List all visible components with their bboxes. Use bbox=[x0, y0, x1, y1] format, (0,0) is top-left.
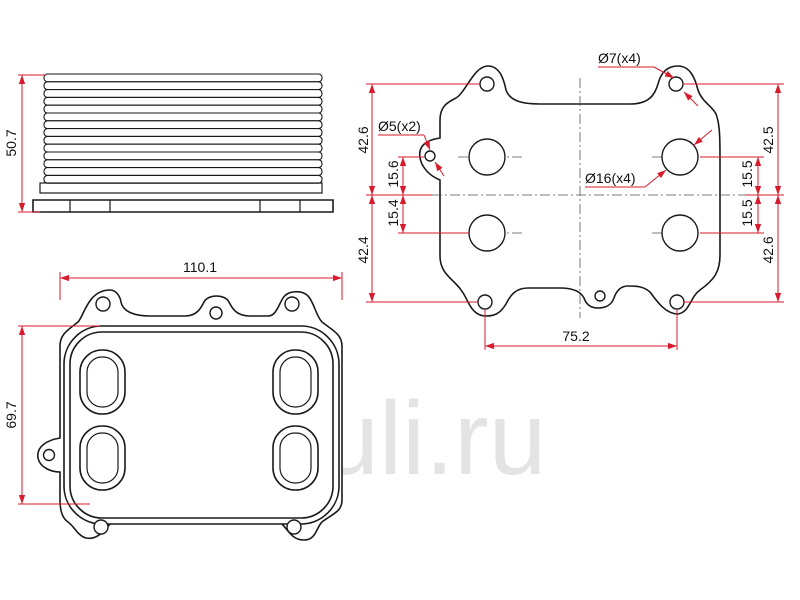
cooler-fin bbox=[43, 167, 323, 176]
dim-left-stack: 42.6 42.4 15.6 15.4 bbox=[355, 83, 480, 303]
gasket-port-tl bbox=[468, 138, 506, 176]
gasket-view: 42.6 42.4 15.6 15.4 42.5 42.6 15.5 15.5 bbox=[355, 50, 784, 350]
gasket-bolt-hole-br bbox=[669, 294, 685, 310]
gasket-bolt-hole-tl bbox=[479, 76, 495, 92]
callout-pin-holes: Ø5(x2) bbox=[378, 118, 445, 177]
upper-left-label: 42.6 bbox=[355, 126, 371, 153]
side-height-label: 50.7 bbox=[3, 129, 19, 156]
spacing-right-lower-label: 15.5 bbox=[739, 199, 755, 226]
callout-ports: Ø16(x4) bbox=[585, 129, 713, 188]
dim-hole-spacing: 75.2 bbox=[484, 310, 678, 350]
cooler-fins bbox=[43, 73, 323, 184]
gasket-outline bbox=[418, 65, 721, 317]
bottom-bolt-hole-tl bbox=[95, 296, 111, 312]
cooler-fin bbox=[43, 143, 323, 153]
side-view: 50.7 bbox=[3, 73, 334, 213]
dim-height: 69.7 bbox=[3, 325, 100, 505]
lower-right-label: 42.6 bbox=[760, 236, 776, 263]
lower-left-label: 42.4 bbox=[355, 236, 371, 263]
cooler-fin bbox=[43, 159, 323, 169]
cooler-fin bbox=[43, 81, 323, 91]
upper-right-label: 42.5 bbox=[760, 126, 776, 153]
cooler-fin bbox=[43, 112, 323, 122]
cooler-fin bbox=[43, 89, 323, 98]
oil-ports bbox=[79, 349, 319, 491]
bolt-holes-label: Ø7(x4) bbox=[598, 50, 641, 66]
fin-base-plate bbox=[39, 182, 323, 194]
bottom-view: 110.1 69.7 bbox=[3, 259, 343, 541]
bottom-bolt-hole-bl bbox=[93, 519, 109, 535]
dim-width: 110.1 bbox=[59, 259, 343, 300]
cooler-fin bbox=[43, 128, 323, 137]
bottom-pin-hole-top bbox=[209, 306, 223, 320]
bottom-bolt-hole-tr bbox=[284, 296, 300, 312]
oil-port-br-outer bbox=[272, 425, 319, 491]
cooler-fin bbox=[43, 174, 323, 184]
spacing-right-upper-label: 15.5 bbox=[739, 160, 755, 187]
oil-port-bl-inner bbox=[86, 432, 119, 484]
spacing-left-lower-label: 15.4 bbox=[385, 199, 401, 226]
bottom-pin-hole-side bbox=[42, 448, 56, 462]
gasket-port-br bbox=[661, 214, 699, 252]
cooler-fin bbox=[43, 120, 323, 130]
flange-details bbox=[69, 200, 301, 212]
cooler-fin bbox=[43, 151, 323, 161]
cooler-fin bbox=[43, 73, 323, 83]
bottom-bolt-hole-br bbox=[286, 519, 302, 535]
spacing-left-upper-label: 15.6 bbox=[385, 160, 401, 187]
oil-port-br-inner bbox=[279, 432, 312, 484]
width-label: 110.1 bbox=[183, 259, 217, 275]
gasket-port-bl bbox=[468, 214, 506, 252]
gasket-bolt-hole-tr bbox=[668, 76, 684, 92]
pin-holes-label: Ø5(x2) bbox=[378, 118, 421, 134]
oil-port-bl-outer bbox=[79, 425, 126, 491]
callout-bolt-holes: Ø7(x4) bbox=[598, 50, 699, 107]
ports-label: Ø16(x4) bbox=[585, 170, 636, 186]
gasket-bolt-hole-bl bbox=[477, 294, 493, 310]
gasket-pin-hole-left bbox=[424, 150, 436, 162]
oil-port-tl-outer bbox=[79, 349, 126, 415]
oil-port-tr-outer bbox=[272, 349, 319, 415]
dim-right-stack: 42.5 42.6 15.5 15.5 bbox=[684, 83, 784, 303]
oil-port-tl-inner bbox=[86, 356, 119, 408]
height-label: 69.7 bbox=[3, 401, 19, 428]
cooler-fin bbox=[43, 96, 323, 106]
dim-side-height: 50.7 bbox=[3, 74, 46, 213]
hole-spacing-label: 75.2 bbox=[562, 328, 589, 344]
cooler-fin bbox=[43, 135, 323, 145]
mounting-flange bbox=[32, 199, 334, 213]
gasket-port-tr bbox=[661, 138, 699, 176]
oil-port-tr-inner bbox=[279, 356, 312, 408]
gasket-inner bbox=[69, 331, 334, 519]
gasket-pin-hole-bottom bbox=[594, 290, 606, 302]
cooler-fin bbox=[43, 104, 323, 114]
